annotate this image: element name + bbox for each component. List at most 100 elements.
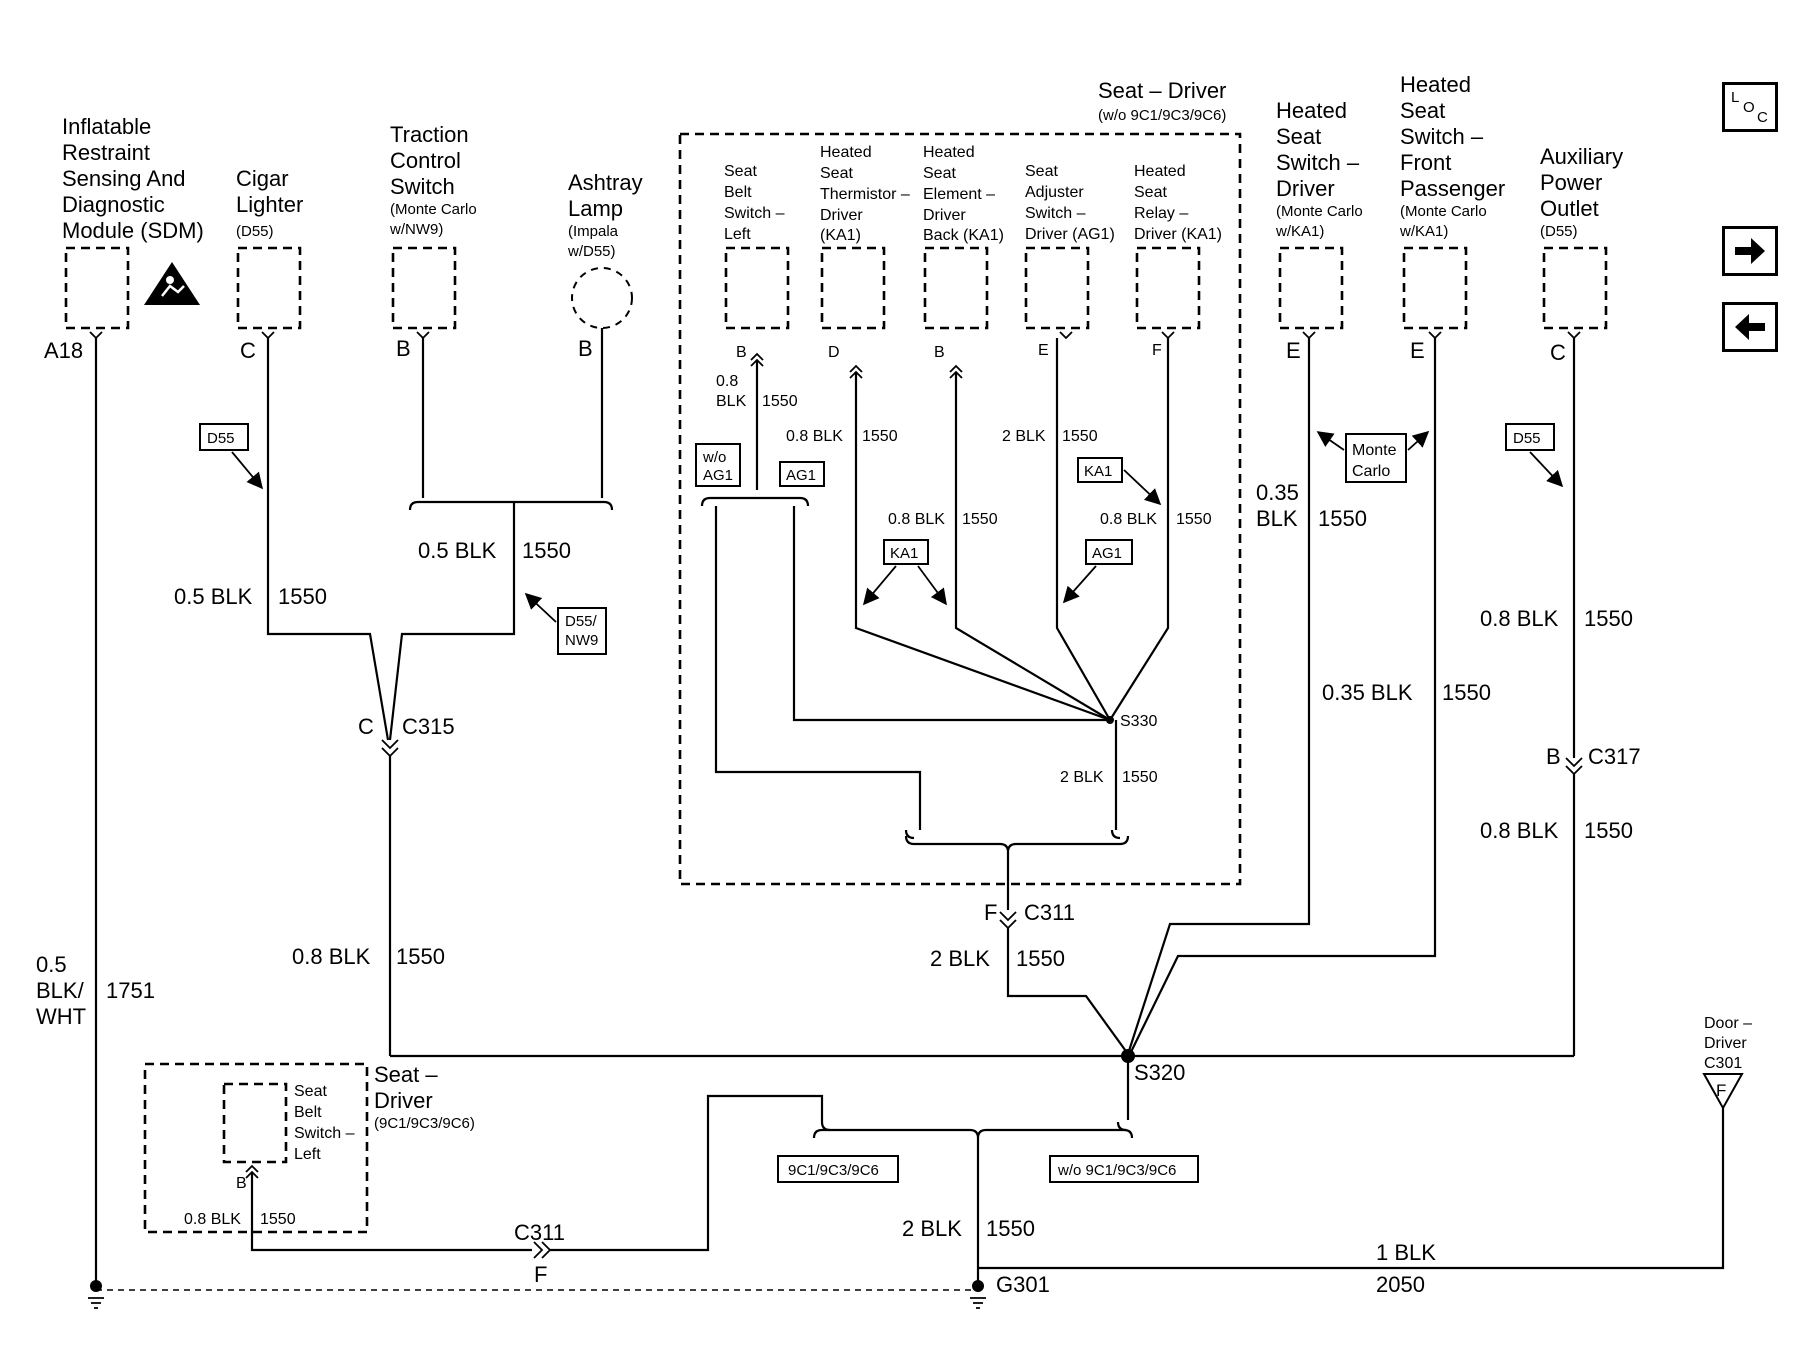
loc-icon-o: O	[1743, 99, 1755, 116]
option-bus-ends	[904, 829, 1121, 840]
svg-text:NW9: NW9	[565, 632, 598, 649]
option-monte-carlo: Monte Carlo	[1345, 433, 1407, 483]
relay-box	[1135, 246, 1201, 330]
svg-text:9C1/9C3/9C6: 9C1/9C3/9C6	[788, 1162, 879, 1179]
wire-label-hs-pass: 0.35 BLK 1550	[1322, 680, 1491, 705]
wire-thermistor	[854, 372, 1111, 722]
wire-label-c315-out: 0.8 BLK 1550	[292, 944, 445, 969]
wire-label-ground: 2 BLK 1550	[902, 1216, 1035, 1241]
right-arrow-icon	[1735, 238, 1765, 264]
pin-door: F	[1716, 1081, 1726, 1100]
wire-label-seatbelt: 0.8 BLK 1550	[716, 373, 798, 410]
arrow-ag1-adjuster	[1062, 565, 1097, 604]
next-page-button[interactable]	[1722, 226, 1778, 276]
g301-ground-point	[972, 1280, 984, 1292]
ashtray-lamp-label: Ashtray Lamp (Impala w/D55)	[567, 170, 647, 260]
wire-relay	[1109, 338, 1170, 721]
thermistor-label: Heated Seat Thermistor – Driver (KA1)	[820, 144, 914, 244]
wire-label-cigar: 0.5 BLK 1550	[174, 584, 327, 609]
g301-label: G301	[996, 1272, 1050, 1297]
heated-seat-switch-driver-box	[1278, 246, 1344, 330]
seat-driver-9c-box	[143, 1062, 369, 1234]
option-bus-ag1	[700, 496, 810, 507]
heated-seat-switch-passenger-box	[1402, 246, 1468, 330]
connector-c317: B C317	[1546, 744, 1641, 769]
svg-text:w/o 9C1/9C3/9C6: w/o 9C1/9C3/9C6	[1057, 1162, 1176, 1179]
option-d55-cigar: D55	[199, 423, 249, 451]
svg-text:KA1: KA1	[890, 545, 918, 562]
option-d55-aux: D55	[1505, 423, 1555, 451]
s330-label: S330	[1120, 713, 1157, 730]
loc-button[interactable]: L O C	[1722, 82, 1778, 132]
loc-icon: L	[1731, 89, 1740, 106]
option-bus-seat	[904, 835, 1130, 853]
wire-seatbelt2	[250, 1172, 532, 1252]
svg-text:D55: D55	[207, 430, 235, 447]
arrow-d55-nw9	[524, 592, 557, 623]
seat-driver-title: Seat – Driver	[1098, 78, 1226, 103]
element-box	[923, 246, 989, 330]
sdm-box	[64, 246, 130, 330]
svg-text:KA1: KA1	[1084, 463, 1112, 480]
wire-label-aux-bottom: 0.8 BLK 1550	[1480, 818, 1633, 843]
wire-door	[978, 1108, 1725, 1270]
connector-c315: C C315	[358, 714, 455, 739]
option-wo-ag1: w/o AG1	[695, 443, 741, 487]
c315-connector	[381, 739, 399, 758]
option-ag1-adjuster: AG1	[1085, 539, 1133, 565]
aux-power-outlet-label: Auxiliary Power Outlet (D55)	[1540, 144, 1628, 240]
wire-label-hs-driver: 0.35 BLK 1550	[1256, 480, 1367, 531]
thermistor-box	[820, 246, 886, 330]
wire-ag1	[792, 506, 1110, 722]
c317-connector	[1565, 757, 1583, 776]
adjuster-box	[1024, 246, 1090, 330]
wire-label-adjuster: 2 BLK 1550	[1002, 428, 1098, 445]
pin-seatbelt: B	[736, 344, 747, 361]
door-driver-label: Door – Driver C301	[1704, 1015, 1756, 1072]
wire-cigar	[266, 338, 390, 741]
option-ka1-thermistor: KA1	[883, 539, 929, 565]
wire-label-element: 0.8 BLK 1550	[888, 511, 998, 528]
option-ka1-relay: KA1	[1077, 457, 1123, 483]
svg-text:w/o: w/o	[702, 449, 726, 466]
bottom-option-bus-ends	[820, 1121, 1127, 1132]
wire-label-relay: 0.8 BLK 1550	[1100, 511, 1212, 528]
pin-hs-pass: E	[1410, 338, 1425, 363]
prev-page-button[interactable]	[1722, 302, 1778, 352]
wire-traction-merge	[388, 502, 516, 741]
s320-label: S320	[1134, 1060, 1185, 1085]
option-9c: 9C1/9C3/9C6	[777, 1155, 899, 1183]
pin-cigar: C	[240, 338, 256, 363]
wire-label-sdm: 0.5 BLK/ WHT 1751	[36, 952, 155, 1029]
pin-adjuster: E	[1038, 342, 1049, 359]
seatbelt2-label: Seat Belt Switch – Left	[294, 1083, 359, 1163]
wire-hs-driver	[1126, 338, 1311, 1055]
seatbelt-switch-box	[724, 246, 790, 330]
pin-hs-driver: E	[1286, 338, 1301, 363]
door-connector-symbol	[1702, 1073, 1744, 1111]
left-arrow-icon	[1735, 314, 1765, 340]
element-label: Heated Seat Element – Driver Back (KA1)	[923, 144, 1004, 244]
ground-icon	[88, 1297, 986, 1309]
seat-driver-9c-label: Seat – Driver (9C1/9C3/9C6)	[374, 1062, 475, 1132]
pin-ashtray: B	[578, 336, 593, 361]
pin-sdm: A18	[44, 338, 83, 363]
loc-icon-c: C	[1757, 109, 1768, 126]
svg-text:Carlo: Carlo	[1352, 463, 1390, 480]
wire-element	[954, 372, 1111, 721]
adjuster-label: Seat Adjuster Switch – Driver (AG1)	[1025, 163, 1115, 243]
svg-text:D55/: D55/	[565, 613, 598, 630]
heated-seat-switch-passenger-label: Heated Seat Switch – Front Passenger (Mo…	[1399, 72, 1510, 240]
ashtray-lamp-symbol	[571, 267, 633, 329]
wire-hs-pass	[1129, 338, 1437, 1055]
seat-driver-sub: (w/o 9C1/9C3/9C6)	[1098, 107, 1226, 124]
svg-text:D55: D55	[1513, 430, 1541, 447]
wire-label-c311-out: 2 BLK 1550	[930, 946, 1065, 971]
sdm-label: Inflatable Restraint Sensing And Diagnos…	[62, 114, 204, 243]
wire-label-seatbelt2: 0.8 BLK 1550	[184, 1211, 296, 1228]
wire-wo-ag1	[714, 506, 922, 830]
bottom-option-bus	[812, 1128, 1134, 1139]
pin-terminals	[89, 331, 1581, 340]
wire-label-s330-out: 2 BLK 1550	[1060, 769, 1158, 786]
